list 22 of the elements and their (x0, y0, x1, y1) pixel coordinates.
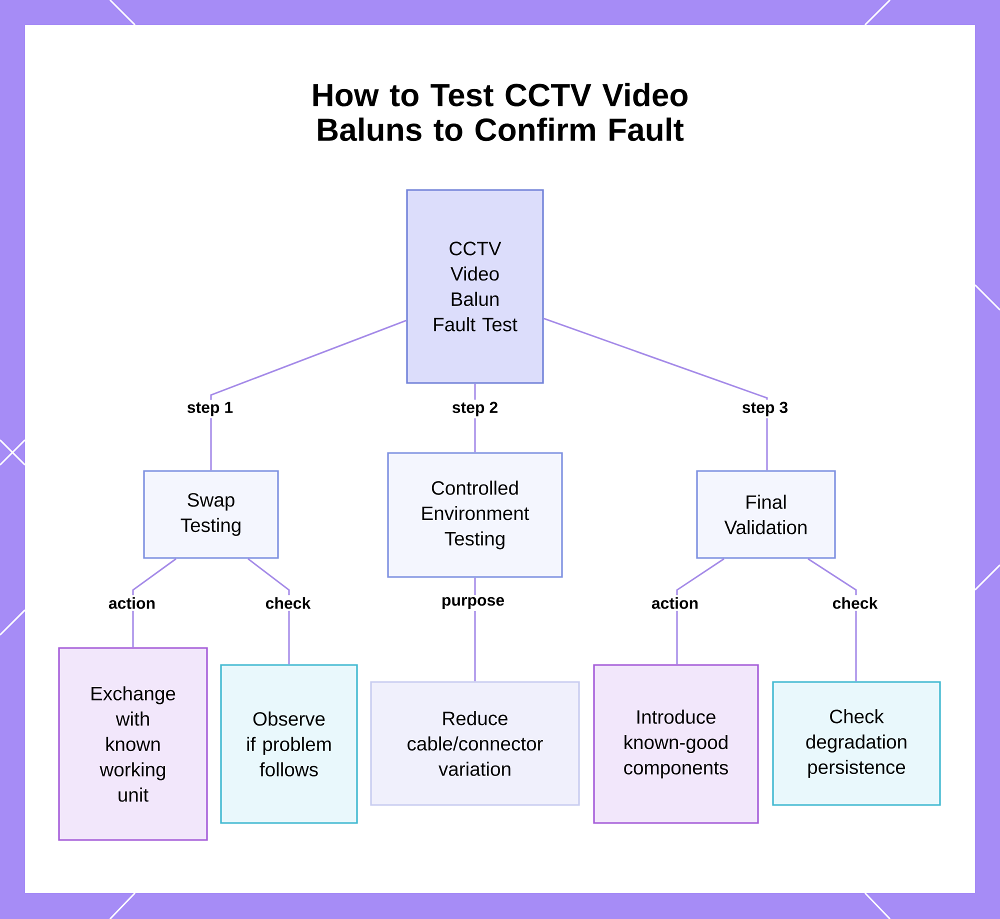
process-box: Introduce known-good components (593, 664, 759, 824)
process-box: Reduce cable/connector variation (370, 681, 580, 806)
edge-label: step 3 (740, 400, 790, 418)
edge-label: check (830, 595, 880, 611)
process-box: Observe if problem follows (220, 664, 358, 824)
process-box: Final Validation (696, 470, 836, 559)
connector-line (808, 558, 857, 682)
connector-line (544, 318, 768, 470)
connector-line (676, 558, 724, 664)
process-box: Controlled Environment Testing (387, 452, 563, 578)
process-box: CCTV Video Balun Fault Test (406, 189, 544, 384)
process-box: Swap Testing (143, 470, 279, 559)
edge-label: action (649, 595, 701, 611)
edge-label: action (106, 595, 158, 611)
edge-label: purpose (439, 595, 507, 611)
process-box: Check degradation persistence (772, 681, 941, 806)
edge-label: step 1 (184, 400, 236, 418)
connector-line (210, 320, 406, 470)
edge-label: check (263, 595, 313, 611)
title: How to Test CCTV Video Baluns to Confirm Fault (313, 82, 688, 142)
edge-label: step 2 (450, 400, 500, 418)
process-box: Exchange with known working unit (58, 647, 208, 841)
